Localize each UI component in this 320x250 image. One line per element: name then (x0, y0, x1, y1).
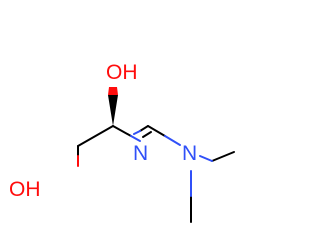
molecule-structure: OH OH N N (9, 61, 235, 223)
skeleton-bonds (77, 125, 235, 223)
atom-label-n-imine: N (133, 142, 148, 165)
bond-n-amine-methyl-right (211, 151, 235, 162)
bond-c3-n-imine-double-a2 (142, 131, 152, 138)
bond-c3-n-imine-double-a1 (139, 125, 149, 132)
bond-n-amine-methyl-right-b (199, 155, 213, 162)
atom-label-oh-top: OH (106, 61, 138, 84)
atom-label-oh-bottom: OH (9, 178, 41, 201)
stereo-wedge-bond-red (108, 87, 118, 95)
hetero-bonds (77, 130, 213, 197)
atom-label-n-amine: N (182, 142, 197, 165)
bond-c3-n-amine-b (164, 135, 181, 146)
bond-c3-n-imine-double-b1 (133, 130, 141, 135)
bond-c1-n-imine-a (112, 125, 132, 137)
bond-c2-c1 (77, 125, 114, 147)
bond-c3-n-amine-a (147, 125, 166, 137)
stereo-wedge-bond (108, 95, 118, 126)
bond-c1-n-imine-b (130, 135, 141, 142)
